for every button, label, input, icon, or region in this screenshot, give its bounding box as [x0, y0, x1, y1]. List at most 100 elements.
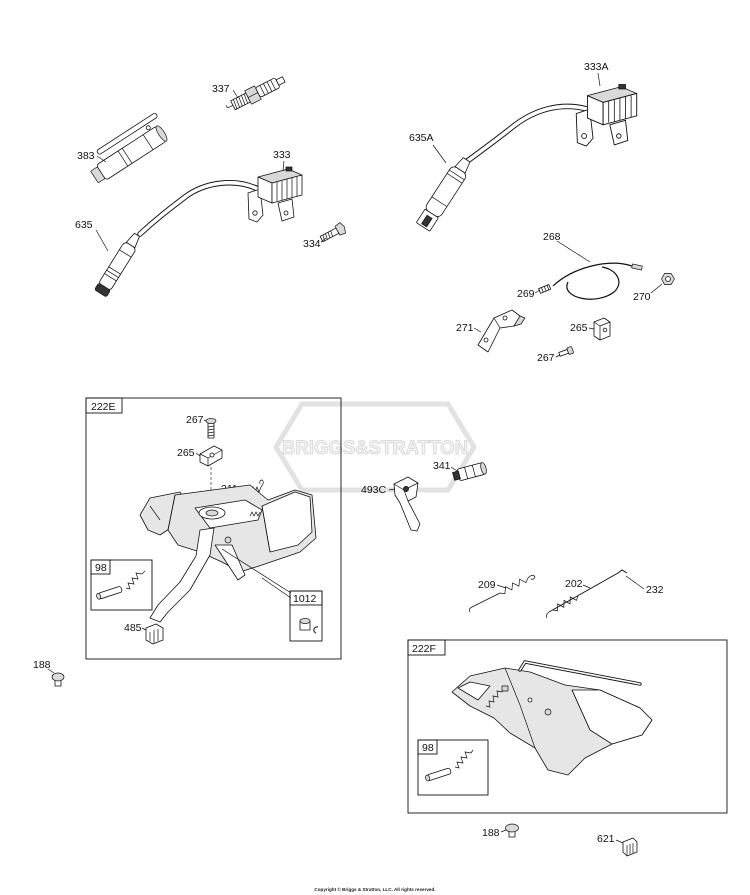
- armature-a-mount-hole-right: [616, 133, 622, 139]
- armature-bolt: [319, 222, 346, 243]
- inset-kit-retaining-clip: [313, 626, 319, 634]
- wrench-handle-rod: [96, 112, 158, 155]
- wrench-rod-hole: [145, 125, 151, 131]
- callout-bracket-screw: 188: [482, 827, 500, 839]
- cable-bracket: [477, 309, 526, 353]
- governor-stop-flats: [464, 465, 476, 479]
- control-link-short: [214, 544, 246, 581]
- inset-f-pin-body: [426, 767, 452, 781]
- governor-spring-long: [468, 574, 536, 613]
- inset-e-pin-end: [96, 593, 102, 600]
- control-pivot-bolt: [224, 536, 232, 544]
- watermark-hexagon: [273, 401, 477, 493]
- ignition-lead-a-inner: [464, 104, 589, 164]
- callout-bolt: 334: [303, 238, 321, 250]
- callout-wire-clip: 621: [597, 833, 615, 845]
- hex-nut: [661, 273, 675, 285]
- boot-body: [99, 242, 136, 291]
- clip-screw: [558, 346, 574, 357]
- copyright-notice: Copyright © Briggs & Stratton, LLC. All …: [314, 886, 435, 892]
- speed-bracket-body: [393, 476, 421, 532]
- control-rod-inner: [519, 661, 641, 685]
- clip-screw-head: [566, 346, 574, 355]
- boot-a-body: [425, 166, 467, 217]
- coil-terminal: [285, 166, 293, 172]
- cable-clip-fold: [593, 321, 611, 340]
- spark-plug-terminal: [275, 76, 286, 86]
- cable-bracket-bend: [493, 317, 501, 329]
- callout-cable-fitting: 269: [517, 288, 535, 300]
- governor-link: [545, 569, 628, 619]
- leader-armature-a: [597, 72, 601, 87]
- inset-e-title-box: [90, 559, 111, 575]
- inset-kit-title-box: [289, 590, 323, 606]
- leader-cable-fitting: [534, 289, 541, 294]
- wrench-grooves: [117, 134, 154, 167]
- bolt-shank: [319, 227, 340, 243]
- boot-a-ribs: [431, 169, 465, 207]
- governor-spring-long-wire: [471, 592, 501, 608]
- callout-cable: 268: [543, 231, 561, 243]
- inset-f-pin: [425, 767, 452, 782]
- speed-bracket: [393, 476, 421, 532]
- kit-222e-title: 222E: [91, 401, 116, 413]
- kit-222f-title-box: [407, 639, 446, 656]
- callout-armature: 333: [273, 149, 291, 161]
- callout-boot-a: 635A: [409, 132, 434, 144]
- cable-end-fitting: [631, 263, 643, 271]
- leader-screw: [555, 354, 561, 358]
- cable-fitting: [538, 284, 552, 294]
- clip-screw-shank: [558, 349, 569, 357]
- leader-wire-clip: [615, 839, 624, 844]
- inset-kit-bushing-top: [299, 618, 311, 624]
- kit-222e-frame: 222E: [85, 397, 342, 660]
- cable-fitting-body: [538, 284, 552, 294]
- leader-boot-a: [432, 144, 447, 164]
- callout-link-assembly: 232: [646, 584, 664, 596]
- leader-boot: [95, 229, 109, 252]
- leader-bolt: [320, 237, 327, 243]
- governor-spring-long-coil: [499, 577, 529, 595]
- wrench-socket-end: [155, 125, 168, 142]
- coil-windings: [276, 177, 298, 201]
- watermark-text: BRIGGS&STRATTON: [282, 438, 468, 459]
- inset-e-spring: [125, 570, 146, 590]
- governor-control-assembly: [139, 484, 317, 623]
- leader-governor-stop: [450, 466, 458, 472]
- leader-speed-bracket: [388, 488, 396, 491]
- leader-bracket-screw: [500, 829, 507, 833]
- governor-link-end: [545, 611, 550, 619]
- leader-governor-screw: [203, 419, 207, 422]
- spark-plug-hex-edge: [247, 92, 259, 98]
- leader-hardware-kit-1: [221, 548, 292, 594]
- leader-lever-end-cap: [141, 627, 147, 631]
- governor-stop-thread: [452, 470, 461, 481]
- spark-plug: [225, 76, 286, 111]
- inset-e-title: 98: [95, 562, 107, 574]
- spark-plug-thread-lines: [233, 93, 249, 109]
- callout-lever-screw-left: 188: [33, 659, 51, 671]
- cable-bracket-hole: [502, 315, 508, 321]
- spark-plug-boot: [94, 232, 140, 297]
- inset-e-pin: [96, 586, 123, 600]
- governor-clip-fold: [199, 449, 223, 466]
- inset-kit-title: 1012: [293, 593, 317, 605]
- ignition-lead-inner: [138, 181, 260, 236]
- cable-loop: [566, 266, 620, 300]
- control-return-spring: [249, 511, 261, 517]
- leader-governor-spring-long: [496, 584, 507, 589]
- armature-mount-hole-right: [283, 210, 289, 216]
- inset-f-title-box: [417, 739, 438, 755]
- boot-a-connector-slot: [421, 214, 433, 228]
- kit-222f-title: 222F: [412, 643, 436, 655]
- leader-spark-plug: [232, 89, 239, 99]
- leader-governor-clip: [195, 452, 201, 457]
- leader-link-assembly: [625, 575, 645, 590]
- control-bracket-pivot: [527, 697, 533, 703]
- kit-222e-border: [85, 397, 342, 660]
- control-bracket-nut: [544, 708, 552, 716]
- inset-e-border: [90, 559, 153, 611]
- hex-nut-bore: [665, 276, 671, 282]
- bolt-hex-head: [334, 222, 346, 236]
- inset-f-title: 98: [422, 742, 434, 754]
